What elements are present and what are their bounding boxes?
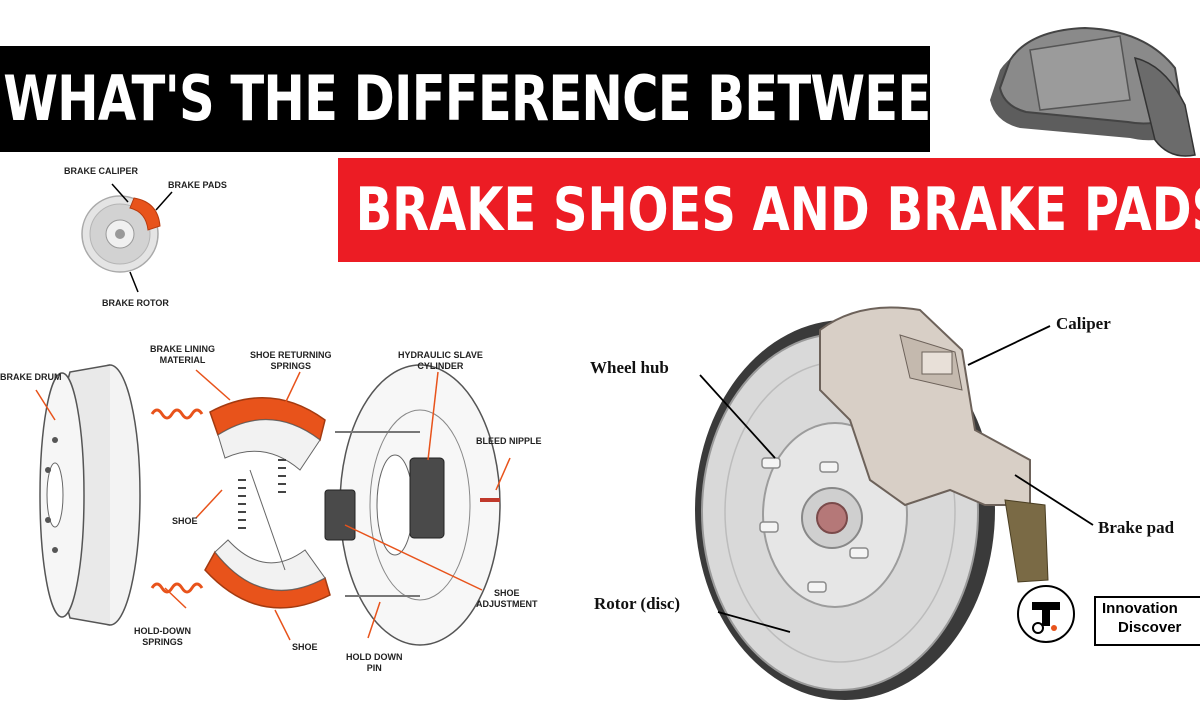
- label-pin-line1: HOLD DOWN: [346, 652, 403, 662]
- title-banner-red: BRAKE SHOES AND BRAKE PADS?: [338, 158, 1200, 262]
- label-shoe-returning-springs: SHOE RETURNING SPRINGS: [250, 350, 332, 372]
- label-adjust-line2: ADJUSTMENT: [476, 599, 538, 609]
- label-springs-line1: SHOE RETURNING: [250, 350, 332, 360]
- label-brake-pad: Brake pad: [1098, 518, 1175, 537]
- label-brake-rotor: BRAKE ROTOR: [102, 298, 169, 308]
- brake-pads-illustration: [990, 26, 1196, 157]
- label-adjust-line1: SHOE: [494, 588, 520, 598]
- label-pin-line2: PIN: [366, 663, 382, 673]
- label-shoe-lower: SHOE: [292, 642, 318, 652]
- drum-brake-diagram: [35, 364, 511, 646]
- label-bleed-nipple: BLEED NIPPLE: [476, 436, 542, 446]
- label-shoe-adjustment: SHOE ADJUSTMENT: [476, 588, 538, 610]
- label-holddown-line2: SPRINGS: [142, 637, 183, 647]
- label-brake-lining-line1: BRAKE LINING: [150, 344, 215, 354]
- label-holddown-line1: HOLD-DOWN: [134, 626, 191, 636]
- label-hydraulic-cylinder: HYDRAULIC SLAVE CYLINDER: [398, 350, 483, 372]
- label-rotor: Rotor (disc): [594, 594, 681, 613]
- label-cylinder-line1: HYDRAULIC SLAVE: [398, 350, 483, 360]
- label-cylinder-line2: CYLINDER: [417, 361, 464, 371]
- innovation-discover-logo-icon: [1017, 585, 1075, 643]
- disc-brake-diagram: [695, 306, 1094, 700]
- label-caliper: Caliper: [1056, 314, 1111, 333]
- label-hold-down-pin: HOLD DOWN PIN: [346, 652, 403, 674]
- label-hold-down-springs: HOLD-DOWN SPRINGS: [134, 626, 191, 648]
- title-line-2: BRAKE SHOES AND BRAKE PADS?: [355, 175, 1200, 245]
- title-banner-black: WHAT'S THE DIFFERENCE BETWEEN: [0, 46, 930, 152]
- logo-text-box: Innovation Discover: [1094, 596, 1200, 646]
- title-line-1: WHAT'S THE DIFFERENCE BETWEEN: [3, 62, 930, 135]
- label-brake-pads-small: BRAKE PADS: [168, 180, 227, 190]
- label-brake-caliper: BRAKE CALIPER: [64, 166, 139, 176]
- label-shoe-upper: SHOE: [172, 516, 198, 526]
- label-springs-line2: SPRINGS: [270, 361, 312, 371]
- logo-line-2: Discover: [1118, 619, 1182, 636]
- small-rotor-diagram: [81, 183, 173, 293]
- logo-line-1: Innovation: [1102, 600, 1178, 617]
- label-brake-lining: BRAKE LINING MATERIAL: [150, 344, 215, 366]
- label-brake-lining-line2: MATERIAL: [159, 355, 206, 365]
- label-brake-drum: BRAKE DRUM: [0, 372, 62, 382]
- label-wheel-hub: Wheel hub: [590, 358, 669, 377]
